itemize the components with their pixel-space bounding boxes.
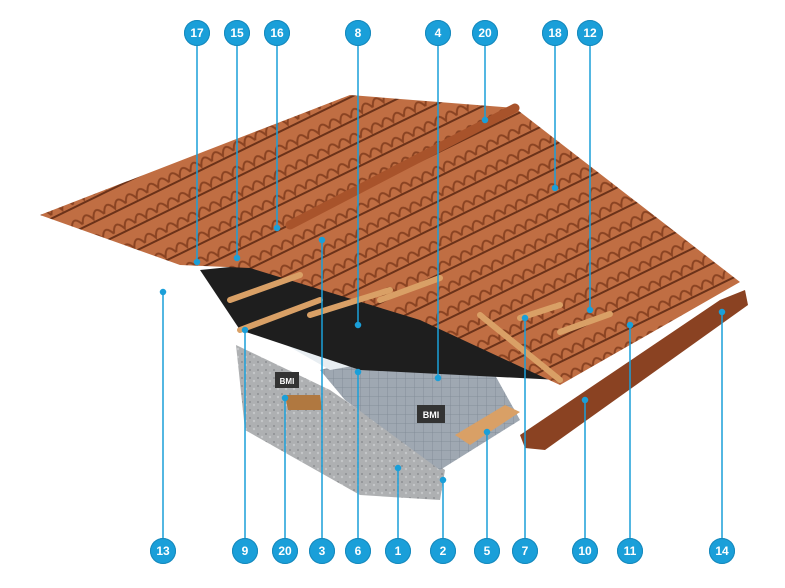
bottom-leader-dot-8 bbox=[483, 428, 491, 436]
top-callout-7: 18 bbox=[542, 20, 568, 46]
top-callout-8: 12 bbox=[577, 20, 603, 46]
ridge bbox=[285, 103, 520, 230]
top-callout-1: 17 bbox=[184, 20, 210, 46]
leader-lines bbox=[159, 46, 726, 538]
top-leader-dot-2 bbox=[233, 254, 241, 262]
timber-block-left bbox=[285, 395, 322, 410]
bottom-callout-6: 1 bbox=[385, 538, 411, 564]
bottom-leader-dot-12 bbox=[718, 308, 726, 316]
bottom-leader-dot-10 bbox=[581, 396, 589, 404]
bottom-leader-dot-4 bbox=[318, 236, 326, 244]
bottom-callout-10: 10 bbox=[572, 538, 598, 564]
tile-field bbox=[40, 95, 740, 385]
bottom-callout-1: 13 bbox=[150, 538, 176, 564]
bottom-leader-dot-6 bbox=[394, 464, 402, 472]
top-callout-4: 8 bbox=[345, 20, 371, 46]
brand-mark-left: BMI bbox=[280, 377, 295, 386]
top-callout-3: 16 bbox=[264, 20, 290, 46]
top-leader-dot-1 bbox=[193, 258, 201, 266]
top-leader-dot-7 bbox=[551, 184, 559, 192]
top-callout-6: 20 bbox=[472, 20, 498, 46]
bottom-callout-9: 7 bbox=[512, 538, 538, 564]
bottom-leader-dot-5 bbox=[354, 368, 362, 376]
bottom-callout-4: 3 bbox=[309, 538, 335, 564]
gutter bbox=[520, 290, 748, 450]
top-callout-2: 15 bbox=[224, 20, 250, 46]
bottom-leader-dot-9 bbox=[521, 314, 529, 322]
top-leader-dot-5 bbox=[434, 374, 442, 382]
timber-block bbox=[455, 405, 520, 445]
bottom-leader-dot-11 bbox=[626, 321, 634, 329]
bottom-callout-12: 14 bbox=[709, 538, 735, 564]
bottom-callout-8: 5 bbox=[474, 538, 500, 564]
top-callout-5: 4 bbox=[425, 20, 451, 46]
bottom-leader-dot-7 bbox=[439, 476, 447, 484]
top-leader-dot-6 bbox=[481, 116, 489, 124]
bottom-callout-3: 20 bbox=[272, 538, 298, 564]
bottom-callout-2: 9 bbox=[232, 538, 258, 564]
top-leader-dot-8 bbox=[586, 306, 594, 314]
bottom-callout-11: 11 bbox=[617, 538, 643, 564]
top-leader-dot-3 bbox=[273, 224, 281, 232]
brand-mark-center: BMI bbox=[423, 410, 440, 420]
bottom-callout-7: 2 bbox=[430, 538, 456, 564]
bottom-callout-5: 6 bbox=[345, 538, 371, 564]
bottom-leader-dot-3 bbox=[281, 394, 289, 402]
bottom-leader-dot-2 bbox=[241, 326, 249, 334]
top-leader-dot-4 bbox=[354, 321, 362, 329]
bottom-leader-dot-1 bbox=[159, 288, 167, 296]
